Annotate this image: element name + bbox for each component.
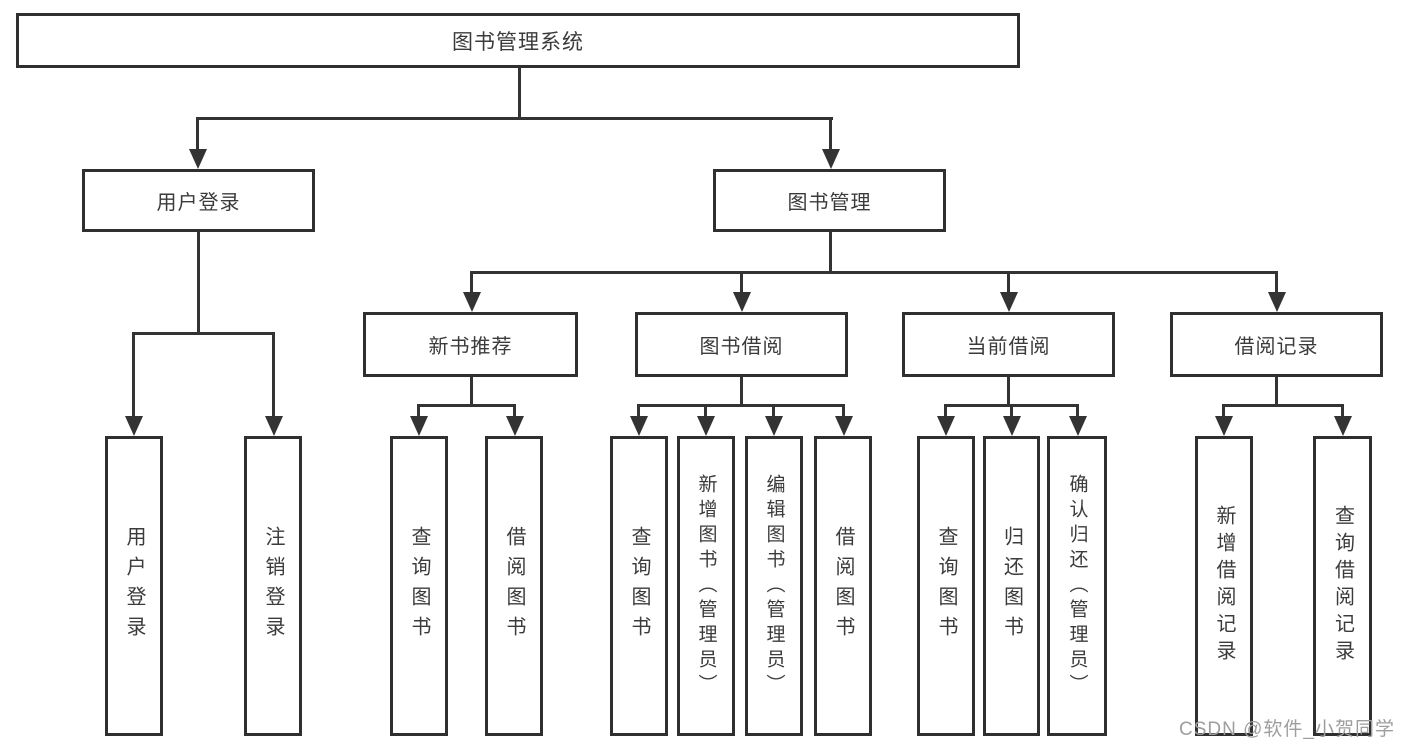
connector-line [1010,404,1013,422]
connector-line [518,68,521,118]
arrow-down-icon [1215,416,1233,436]
leaf-borrow-book-2: 借阅图书 [814,436,872,736]
connector-line [272,332,275,422]
connector-line [470,377,473,407]
connector-line [1076,404,1079,422]
leaf-add-borrow-record: 新增借阅记录 [1195,436,1253,736]
node-user-login: 用户登录 [82,169,315,232]
connector-line [1222,404,1344,407]
arrow-down-icon [1268,292,1286,312]
node-book-borrow: 图书借阅 [635,312,848,377]
arrow-down-icon [506,416,524,436]
connector-line [1275,271,1278,299]
connector-line [417,404,420,422]
connector-line [944,404,947,422]
node-borrow-record: 借阅记录 [1170,312,1383,377]
connector-line [704,404,707,422]
arrow-down-icon [463,292,481,312]
leaf-query-book-3: 查询图书 [917,436,975,736]
node-book-mgmt: 图书管理 [713,169,946,232]
connector-line [197,232,200,334]
connector-line [1222,404,1225,422]
arrow-down-icon [125,416,143,436]
connector-line [637,404,640,422]
connector-line [1007,271,1010,299]
leaf-borrow-book-1: 借阅图书 [485,436,543,736]
arrow-down-icon [1003,416,1021,436]
connector-line [740,377,743,407]
node-root: 图书管理系统 [16,13,1020,68]
arrow-down-icon [1000,292,1018,312]
connector-line [417,404,516,407]
leaf-logout: 注销登录 [244,436,302,736]
connector-line [196,117,199,162]
leaf-query-borrow-record: 查询借阅记录 [1313,436,1372,736]
node-current-borrow: 当前借阅 [902,312,1115,377]
csdn-watermark: CSDN @软件_小贺同学 [1179,719,1395,740]
arrow-down-icon [937,416,955,436]
arrow-down-icon [630,416,648,436]
connector-line [513,404,516,422]
connector-line [132,332,275,335]
leaf-return-book: 归还图书 [983,436,1040,736]
leaf-user-login: 用户登录 [105,436,163,736]
connector-line [829,232,832,273]
arrow-down-icon [410,416,428,436]
leaf-query-book-2: 查询图书 [610,436,668,736]
arrow-down-icon [765,416,783,436]
connector-line [132,332,135,422]
connector-line [1007,377,1010,407]
arrow-down-icon [265,416,283,436]
connector-line [1341,404,1344,422]
connector-line [470,271,1278,274]
node-new-book-rec: 新书推荐 [363,312,578,377]
connector-line [740,271,743,299]
leaf-confirm-return-admin: 确认归还（管理员） [1047,436,1107,736]
arrow-down-icon [189,149,207,169]
arrow-down-icon [822,149,840,169]
arrow-down-icon [835,416,853,436]
arrow-down-icon [1334,416,1352,436]
connector-line [470,271,473,299]
connector-line [772,404,775,422]
leaf-edit-book-admin: 编辑图书（管理员） [745,436,803,736]
arrow-down-icon [697,416,715,436]
arrow-down-icon [1069,416,1087,436]
connector-line [637,404,845,407]
connector-line [829,117,832,162]
leaf-add-book-admin: 新增图书（管理员） [677,436,735,736]
leaf-query-book-1: 查询图书 [390,436,448,736]
connector-line [1275,377,1278,407]
connector-line [196,117,833,120]
arrow-down-icon [733,292,751,312]
connector-line [842,404,845,422]
